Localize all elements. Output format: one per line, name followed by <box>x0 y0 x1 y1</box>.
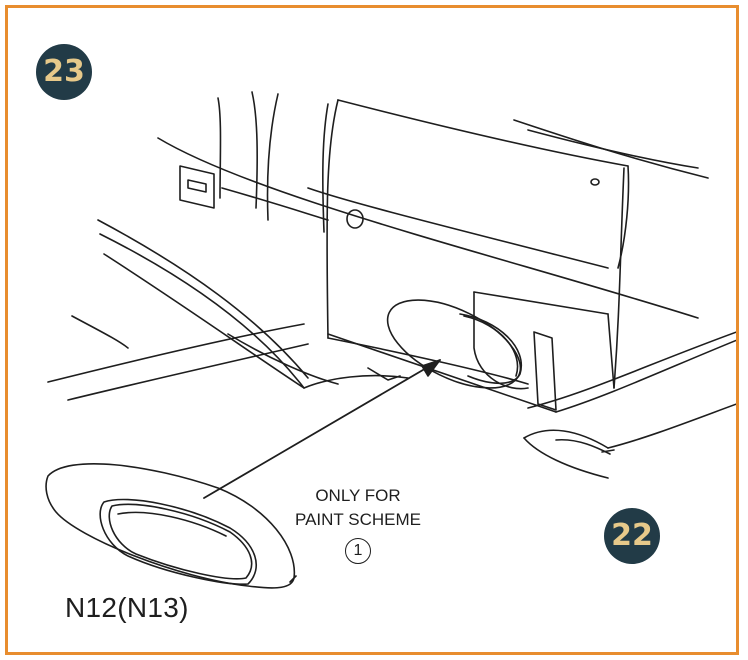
fuselage-outline <box>157 91 736 413</box>
wing-outline <box>47 219 409 401</box>
assembly-drawing <box>45 91 736 589</box>
attached-part <box>386 299 523 389</box>
small-rivet <box>590 178 600 186</box>
vent-panel <box>179 165 215 209</box>
assembly-arrow <box>203 359 441 499</box>
part-number-label: N12(N13) <box>65 592 189 623</box>
reference-step-badge: 22 <box>604 508 660 564</box>
lower-fairing <box>523 403 736 479</box>
instruction-frame: 23 22 ONLY FOR PAINT SCHEME 1 N12(N13) <box>5 5 739 655</box>
paint-scheme-number: 1 <box>345 538 371 564</box>
note-line-1: ONLY FOR <box>315 486 401 505</box>
round-port <box>346 209 364 229</box>
detached-part <box>45 463 297 589</box>
note-line-2: PAINT SCHEME <box>295 510 421 529</box>
step-number-badge: 23 <box>36 44 92 100</box>
paint-scheme-note: ONLY FOR PAINT SCHEME 1 <box>278 484 438 564</box>
part-recess <box>473 291 615 411</box>
